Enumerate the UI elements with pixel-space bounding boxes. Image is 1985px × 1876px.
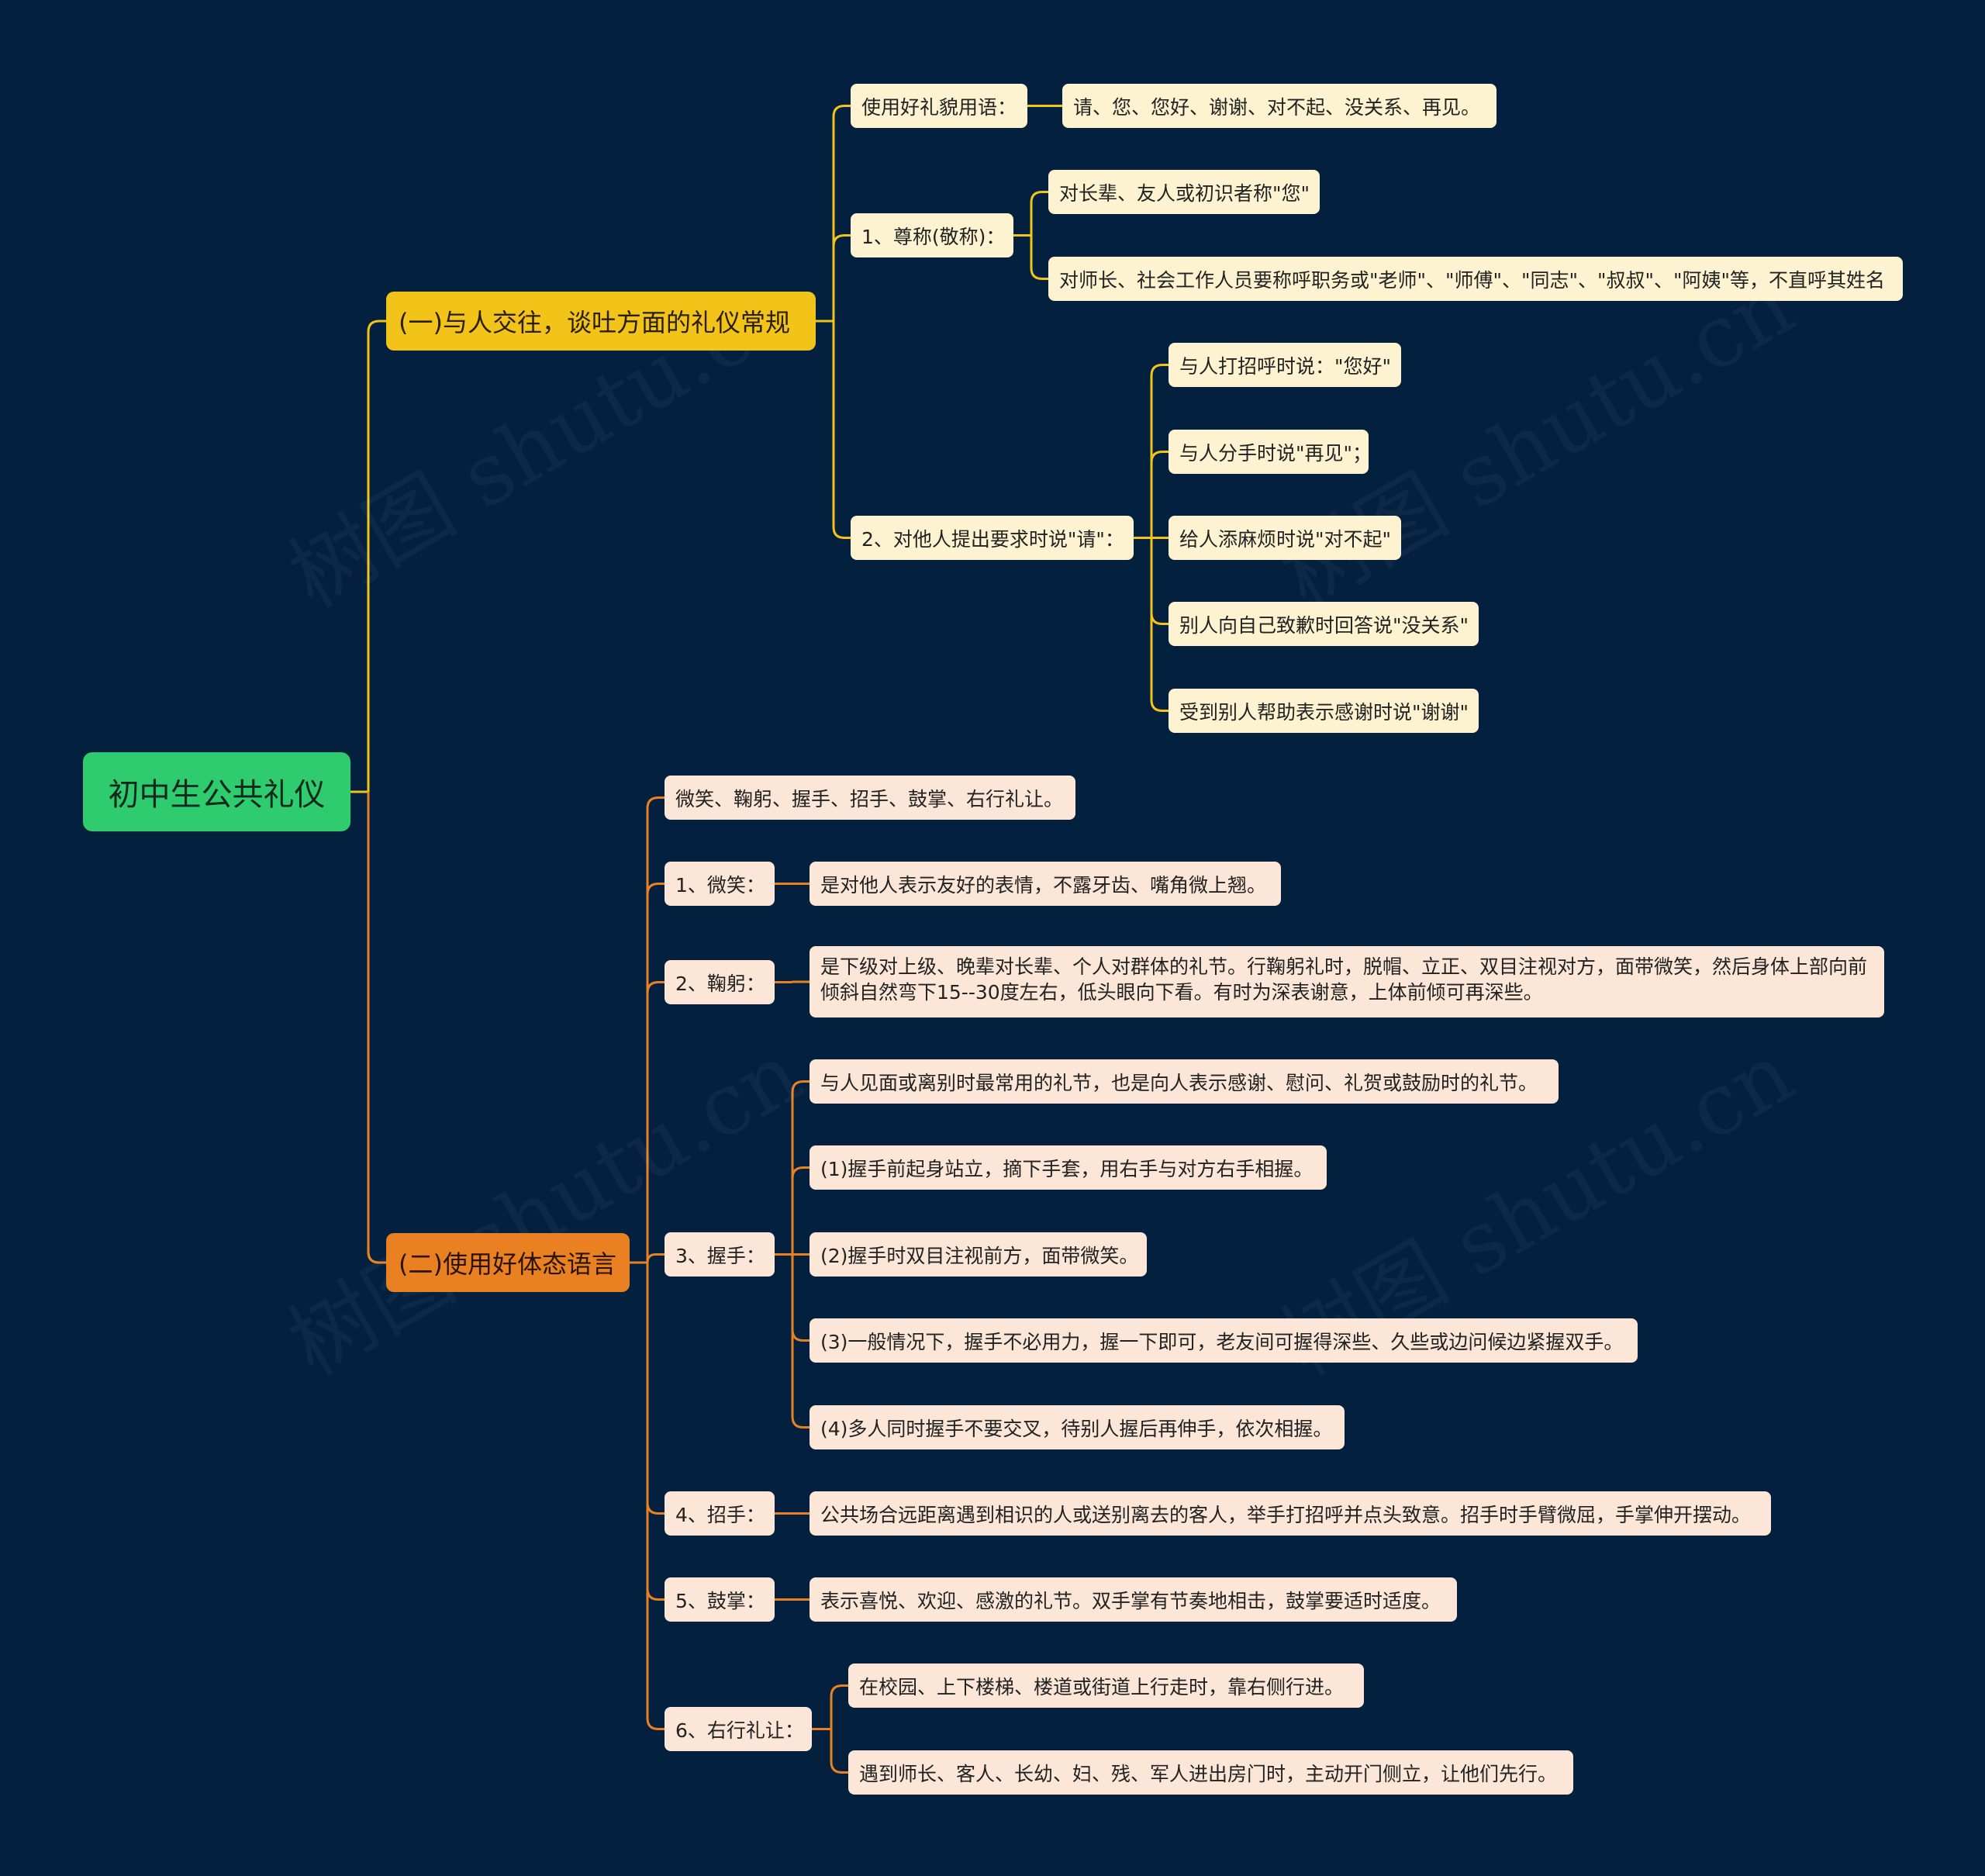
node-honorific[interactable]: 1、尊称(敬称)： <box>851 213 1013 257</box>
node-clap[interactable]: 5、鼓掌： <box>665 1577 775 1622</box>
leaf-handshake-4[interactable]: (3)一般情况下，握手不必用力，握一下即可，老友间可握得深些、久些或边问候边紧握… <box>810 1318 1638 1363</box>
leaf-handshake-1[interactable]: 与人见面或离别时最常用的礼节，也是向人表示感谢、慰问、礼贺或鼓励时的礼节。 <box>810 1059 1559 1104</box>
connector-branch-speech-etiquette <box>816 105 851 539</box>
connector-root-lower <box>367 792 386 1264</box>
connector-branch-body-language <box>630 796 665 1730</box>
leaf-request-3[interactable]: 给人添麻烦时说"对不起" <box>1169 516 1401 560</box>
leaf-handshake-3[interactable]: (2)握手时双目注视前方，面带微笑。 <box>810 1232 1147 1277</box>
connector-node-honorific <box>1013 191 1048 280</box>
branch-speech-etiquette[interactable]: (一)与人交往，谈吐方面的礼仪常规 <box>386 292 816 351</box>
leaf-honorific-2[interactable]: 对师长、社会工作人员要称呼职务或"老师"、"师傅"、"同志"、"叔叔"、"阿姨"… <box>1048 257 1903 301</box>
leaf-handshake-5[interactable]: (4)多人同时握手不要交叉，待别人握后再伸手，依次相握。 <box>810 1405 1345 1449</box>
leaf-clap[interactable]: 表示喜悦、欢迎、感激的礼节。双手掌有节奏地相击，鼓掌要适时适度。 <box>810 1577 1457 1622</box>
node-wave[interactable]: 4、招手： <box>665 1491 775 1536</box>
connector-node-bow <box>775 980 810 983</box>
leaf-request-4[interactable]: 别人向自己致歉时回答说"没关系" <box>1169 602 1479 646</box>
node-request[interactable]: 2、对他人提出要求时说"请"： <box>851 516 1134 560</box>
node-body-intro[interactable]: 微笑、鞠躬、握手、招手、鼓掌、右行礼让。 <box>665 776 1075 820</box>
leaf-smile[interactable]: 是对他人表示友好的表情，不露牙齿、嘴角微上翘。 <box>810 862 1281 906</box>
connector-node-request <box>1134 364 1169 712</box>
node-smile[interactable]: 1、微笑： <box>665 862 775 906</box>
leaf-bow[interactable]: 是下级对上级、晚辈对长辈、个人对群体的礼节。行鞠躬礼时，脱帽、立正、双目注视对方… <box>810 946 1884 1017</box>
node-polite-words[interactable]: 使用好礼貌用语： <box>851 84 1027 128</box>
leaf-request-1[interactable]: 与人打招呼时说："您好" <box>1169 343 1401 387</box>
connector-node-handshake <box>775 1080 810 1429</box>
node-yield[interactable]: 6、右行礼让： <box>665 1707 812 1751</box>
leaf-request-5[interactable]: 受到别人帮助表示感谢时说"谢谢" <box>1169 689 1479 733</box>
leaf-wave[interactable]: 公共场合远距离遇到相识的人或送别离去的客人，举手打招呼并点头致意。招手时手臂微屈… <box>810 1491 1771 1536</box>
leaf-yield-1[interactable]: 在校园、上下楼梯、楼道或街道上行走时，靠右侧行进。 <box>848 1664 1364 1708</box>
leaf-request-2[interactable]: 与人分手时说"再见"； <box>1169 430 1372 474</box>
root-node[interactable]: 初中生公共礼仪 <box>83 752 350 831</box>
leaf-yield-2[interactable]: 遇到师长、客人、长幼、妇、残、军人进出房门时，主动开门侧立，让他们先行。 <box>848 1750 1573 1795</box>
leaf-polite-words[interactable]: 请、您、您好、谢谢、对不起、没关系、再见。 <box>1062 84 1497 128</box>
branch-body-language[interactable]: (二)使用好体态语言 <box>386 1233 630 1292</box>
leaf-handshake-2[interactable]: (1)握手前起身站立，摘下手套，用右手与对方右手相握。 <box>810 1145 1327 1190</box>
node-handshake[interactable]: 3、握手： <box>665 1232 775 1277</box>
leaf-honorific-1[interactable]: 对长辈、友人或初识者称"您" <box>1048 170 1320 214</box>
connector-node-yield <box>812 1684 848 1774</box>
node-bow[interactable]: 2、鞠躬： <box>665 960 775 1004</box>
